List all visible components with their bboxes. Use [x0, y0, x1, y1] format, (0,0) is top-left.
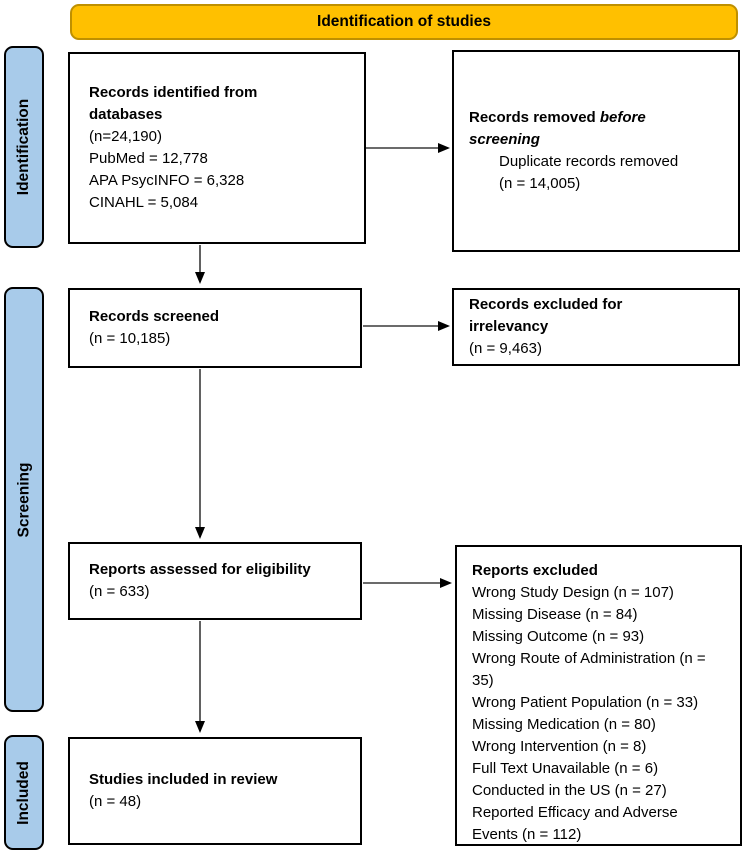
- box-count: (n = 633): [89, 583, 150, 600]
- box-reports-excluded: Reports excluded Wrong Study Design (n =…: [455, 545, 742, 846]
- box-records-excluded-irrelevancy: Records excluded for irrelevancy (n = 9,…: [452, 288, 740, 366]
- box-line: APA PsycINFO = 6,328: [89, 172, 245, 189]
- box-title: Records removed before screening: [469, 107, 694, 151]
- box-title: Records excluded for irrelevancy: [469, 296, 623, 335]
- box-count: (n = 9,463): [469, 340, 542, 357]
- box-count: (n = 48): [89, 793, 142, 810]
- stage-label-included: Included: [15, 760, 33, 825]
- banner-identification-of-studies: Identification of studies: [70, 4, 738, 40]
- stage-bar-included: Included: [4, 735, 44, 850]
- box-line: (n=24,190): [89, 128, 162, 145]
- box-studies-included: Studies included in review (n = 48): [68, 737, 362, 845]
- box-title-italic: before screening: [469, 109, 646, 148]
- stage-bar-screening: Screening: [4, 287, 44, 712]
- banner-label: Identification of studies: [317, 13, 491, 30]
- exclusion-reason: Missing Disease (n = 84): [472, 606, 638, 623]
- stage-label-identification: Identification: [15, 98, 33, 196]
- box-title-plain: Records removed: [469, 109, 600, 126]
- box-title: Reports assessed for eligibility: [89, 561, 311, 578]
- box-title: Records screened: [89, 308, 220, 325]
- exclusion-reason: Wrong Study Design (n = 107): [472, 584, 674, 601]
- box-reports-assessed: Reports assessed for eligibility (n = 63…: [68, 542, 362, 620]
- box-line: CINAHL = 5,084: [89, 194, 199, 211]
- stage-bar-identification: Identification: [4, 46, 44, 248]
- box-title: Reports excluded: [472, 562, 598, 579]
- box-title: Studies included in review: [89, 771, 278, 788]
- exclusion-reason: Conducted in the US (n = 27): [472, 782, 667, 799]
- box-title: Records identified from databases: [89, 84, 258, 123]
- exclusion-reason: Missing Outcome (n = 93): [472, 628, 645, 645]
- box-count: (n = 10,185): [89, 330, 171, 347]
- box-line: (n = 14,005): [499, 175, 581, 192]
- exclusion-reason: Full Text Unavailable (n = 6): [472, 760, 659, 777]
- exclusion-reason: Wrong Patient Population (n = 33): [472, 694, 699, 711]
- stage-label-screening: Screening: [15, 462, 33, 537]
- box-line: Duplicate records removed: [499, 153, 679, 170]
- exclusion-reason: Missing Medication (n = 80): [472, 716, 656, 733]
- exclusion-reason: Wrong Route of Administration (n = 35): [472, 650, 706, 689]
- box-records-removed-before-screening: Records removed before screening Duplica…: [452, 50, 740, 252]
- exclusion-reason: Wrong Intervention (n = 8): [472, 738, 647, 755]
- box-records-identified: Records identified from databases (n=24,…: [68, 52, 366, 244]
- exclusion-reason: Reported Efficacy and Adverse Events (n …: [472, 804, 678, 843]
- box-line: PubMed = 12,778: [89, 150, 208, 167]
- box-records-screened: Records screened (n = 10,185): [68, 288, 362, 368]
